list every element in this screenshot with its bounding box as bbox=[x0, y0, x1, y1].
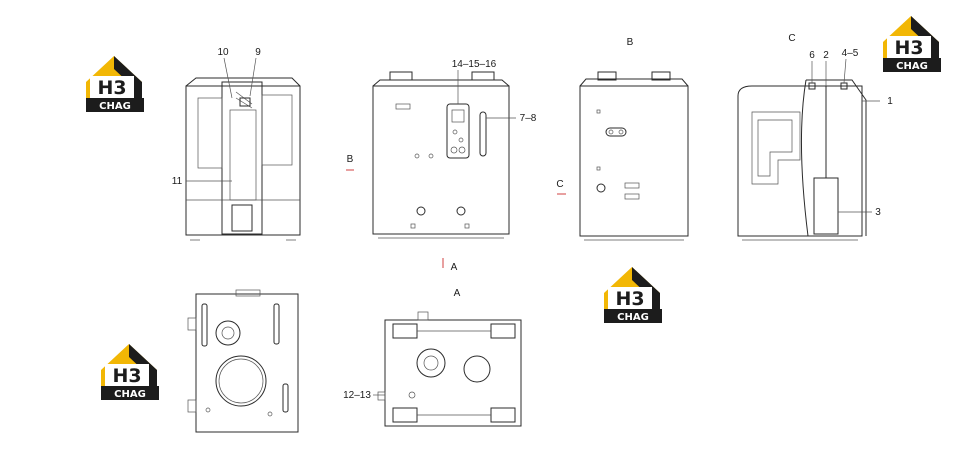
svg-text:1: 1 bbox=[887, 96, 893, 107]
brand-logo: H3 CHAG bbox=[101, 344, 159, 400]
brand-logo: H3 CHAG bbox=[86, 56, 144, 112]
logo-mark: H3 bbox=[615, 288, 644, 310]
view-label-a: A bbox=[454, 288, 461, 299]
tank-side-elevation bbox=[579, 71, 689, 241]
logo-mark: H3 bbox=[97, 77, 126, 99]
tank-front-elevation bbox=[372, 71, 510, 239]
callout-3: 3 bbox=[838, 207, 881, 218]
svg-text:12–13: 12–13 bbox=[343, 390, 371, 401]
svg-text:6: 6 bbox=[809, 50, 815, 61]
brand-logo: H3 CHAG bbox=[883, 16, 941, 72]
tank-plan-view-left bbox=[187, 289, 299, 433]
view-label-b: B bbox=[347, 154, 354, 165]
logo-mark: H3 bbox=[894, 37, 923, 59]
tank-left-elevation bbox=[185, 77, 301, 241]
callout-12-13: 12–13 bbox=[343, 390, 385, 401]
callout-9: 9 bbox=[249, 47, 261, 97]
view-label-c: C bbox=[788, 33, 795, 44]
callout-11: 11 bbox=[172, 176, 232, 187]
brand-logo: H3 CHAG bbox=[604, 267, 662, 323]
callout-2: 2 bbox=[823, 50, 829, 86]
view-marker-c-top: C bbox=[788, 33, 795, 44]
logo-word: CHAG bbox=[99, 101, 131, 112]
view-arrow-c: C bbox=[556, 179, 566, 195]
view-label-c: C bbox=[556, 179, 563, 190]
svg-text:11: 11 bbox=[172, 176, 183, 187]
svg-text:2: 2 bbox=[823, 50, 829, 61]
callout-4-5: 4–5 bbox=[842, 48, 859, 84]
view-marker-a-bottom: A bbox=[454, 288, 461, 299]
svg-text:9: 9 bbox=[255, 47, 261, 58]
view-label-a: A bbox=[451, 262, 458, 273]
view-arrow-b: B bbox=[346, 154, 354, 171]
view-arrow-a: A bbox=[442, 258, 458, 273]
tank-plan-view-a bbox=[377, 311, 522, 427]
view-label-b: B bbox=[627, 37, 634, 48]
logo-word: CHAG bbox=[114, 389, 146, 400]
callout-14-15-16: 14–15–16 bbox=[452, 59, 497, 104]
view-marker-b-top: B bbox=[627, 37, 634, 48]
svg-text:4–5: 4–5 bbox=[842, 48, 859, 59]
callout-7-8: 7–8 bbox=[486, 113, 537, 124]
tank-rear-elevation bbox=[737, 79, 867, 241]
logo-word: CHAG bbox=[617, 312, 649, 323]
svg-text:10: 10 bbox=[217, 47, 229, 58]
callout-6: 6 bbox=[809, 50, 815, 83]
logo-word: CHAG bbox=[896, 61, 928, 72]
svg-text:3: 3 bbox=[875, 207, 881, 218]
callout-1: 1 bbox=[862, 96, 893, 107]
callout-10: 10 bbox=[217, 47, 233, 99]
logo-mark: H3 bbox=[112, 365, 141, 387]
svg-text:14–15–16: 14–15–16 bbox=[452, 59, 497, 70]
svg-text:7–8: 7–8 bbox=[520, 113, 537, 124]
